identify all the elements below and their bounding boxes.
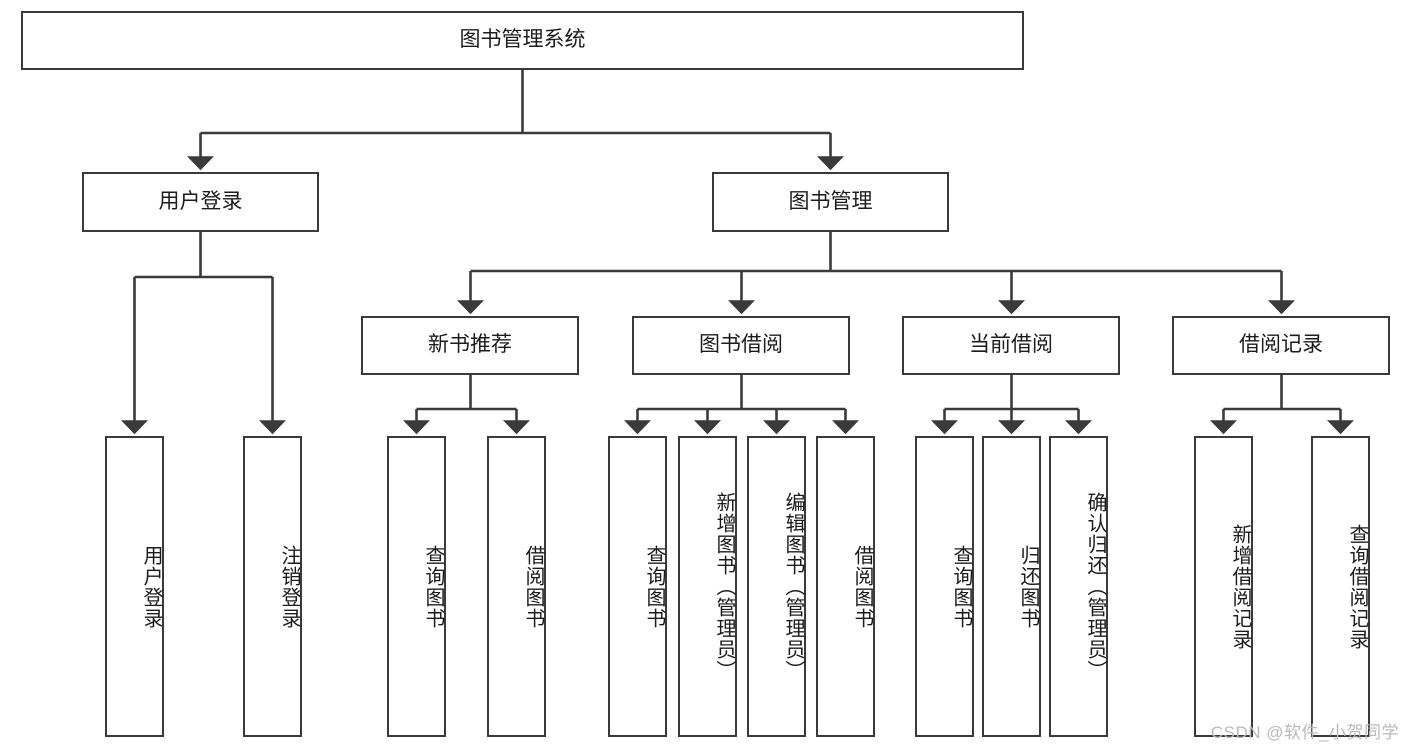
node-leaf-add-book-admin[interactable]: 新增图书（管理员） xyxy=(678,436,737,737)
node-leaf-query-book-recommend[interactable]: 查询图书 xyxy=(387,436,446,737)
node-leaf-edit-book-admin[interactable]: 编辑图书（管理员） xyxy=(747,436,806,737)
node-leaf-query-borrow-record-label: 查询借阅记录 xyxy=(1346,523,1368,650)
node-leaf-query-borrow-record[interactable]: 查询借阅记录 xyxy=(1311,436,1370,737)
node-new-book-recommend-label: 新书推荐 xyxy=(428,333,512,357)
node-book-management[interactable]: 图书管理 xyxy=(712,172,949,232)
node-leaf-borrow-book-label: 借阅图书 xyxy=(851,544,873,629)
node-current-borrow[interactable]: 当前借阅 xyxy=(902,316,1120,375)
node-leaf-query-book-current-label: 查询图书 xyxy=(950,544,972,629)
watermark-text: CSDN @软件_小贺同学 xyxy=(1210,723,1399,742)
node-book-management-label: 图书管理 xyxy=(788,189,873,213)
node-leaf-add-book-admin-label: 新增图书（管理员） xyxy=(713,492,735,681)
node-user-login[interactable]: 用户登录 xyxy=(82,172,319,232)
node-leaf-query-book-borrow[interactable]: 查询图书 xyxy=(608,436,667,737)
node-leaf-user-login-label: 用户登录 xyxy=(140,544,162,629)
node-new-book-recommend[interactable]: 新书推荐 xyxy=(361,316,579,375)
node-leaf-confirm-return-admin[interactable]: 确认归还（管理员） xyxy=(1049,436,1108,737)
node-leaf-user-login[interactable]: 用户登录 xyxy=(105,436,164,737)
node-user-login-label: 用户登录 xyxy=(158,189,243,213)
node-leaf-return-book-label: 归还图书 xyxy=(1017,544,1039,629)
node-leaf-edit-book-admin-label: 编辑图书（管理员） xyxy=(782,492,804,681)
node-book-borrow[interactable]: 图书借阅 xyxy=(632,316,850,375)
node-leaf-query-book-current[interactable]: 查询图书 xyxy=(915,436,974,737)
node-root[interactable]: 图书管理系统 xyxy=(21,11,1024,70)
node-leaf-confirm-return-admin-label: 确认归还（管理员） xyxy=(1084,492,1106,681)
node-borrow-record-label: 借阅记录 xyxy=(1239,333,1323,357)
node-leaf-borrow-book-recommend[interactable]: 借阅图书 xyxy=(487,436,546,737)
node-leaf-borrow-book[interactable]: 借阅图书 xyxy=(816,436,875,737)
node-leaf-add-borrow-record-label: 新增借阅记录 xyxy=(1229,523,1251,650)
node-root-label: 图书管理系统 xyxy=(459,28,586,52)
node-leaf-logout[interactable]: 注销登录 xyxy=(243,436,302,737)
node-leaf-query-book-recommend-label: 查询图书 xyxy=(422,544,444,629)
node-leaf-add-borrow-record[interactable]: 新增借阅记录 xyxy=(1194,436,1253,737)
node-current-borrow-label: 当前借阅 xyxy=(969,333,1053,357)
node-book-borrow-label: 图书借阅 xyxy=(699,333,783,357)
node-borrow-record[interactable]: 借阅记录 xyxy=(1172,316,1390,375)
node-leaf-return-book[interactable]: 归还图书 xyxy=(982,436,1041,737)
node-leaf-query-book-borrow-label: 查询图书 xyxy=(643,544,665,629)
node-leaf-logout-label: 注销登录 xyxy=(278,544,300,629)
node-leaf-borrow-book-recommend-label: 借阅图书 xyxy=(522,544,544,629)
